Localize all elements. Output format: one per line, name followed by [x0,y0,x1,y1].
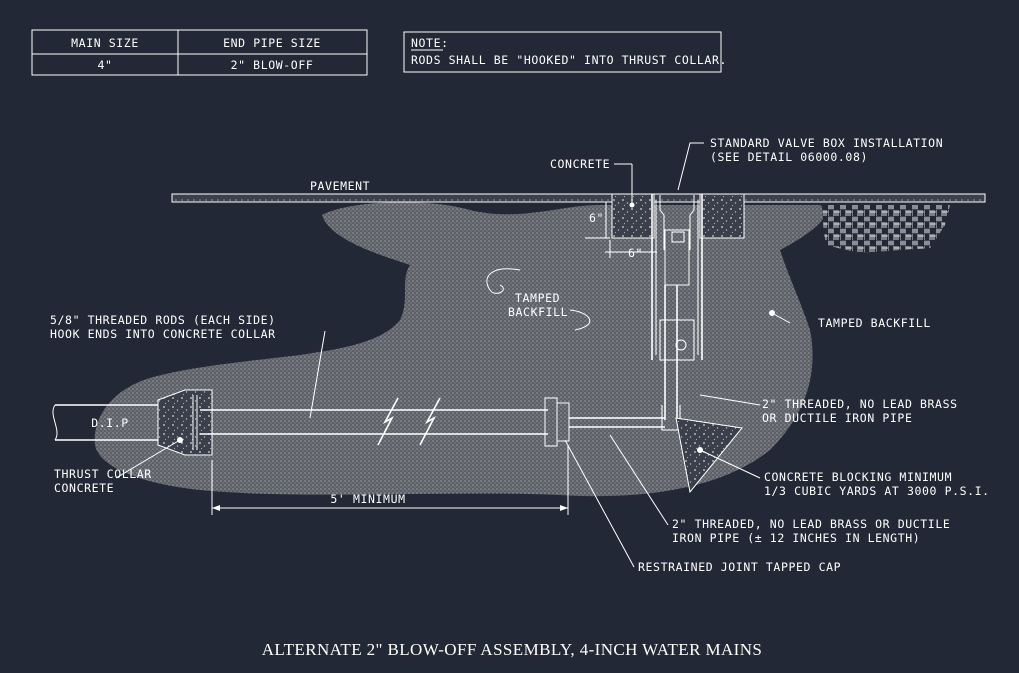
leader-lines [115,142,791,568]
dimension-5-minimum: 5' MINIMUM [211,445,569,515]
blocking-label-1: CONCRETE BLOCKING MINIMUM [764,470,952,484]
note-box: NOTE: RODS SHALL BE "HOOKED" INTO THRUST… [403,31,727,73]
blocking-label-2: 1/3 CUBIC YARDS AT 3000 P.S.I. [764,484,990,498]
end-pipe-label-1: 2" THREADED, NO LEAD BRASS OR DUCTILE [672,517,950,531]
thrust-collar [157,389,213,456]
tamped-backfill-right: TAMPED BACKFILL [818,316,931,330]
min-5-label: 5' MINIMUM [330,492,405,506]
concrete-label: CONCRETE [550,157,610,171]
end-pipe-label-2: IRON PIPE (± 12 INCHES IN LENGTH) [672,531,920,545]
table-header-main-size: MAIN SIZE [71,36,139,50]
tamped-backfill-area [94,202,826,497]
dim-6-horizontal: 6" [628,246,643,260]
valve-box-concrete-left [611,193,655,239]
undisturbed-soil [822,205,950,253]
valve-box-label-2: (SEE DETAIL 06000.08) [710,150,868,164]
concrete-blocking [675,417,743,494]
restrained-joint-cap [544,397,665,447]
table-header-end-pipe-size: END PIPE SIZE [223,36,321,50]
thrust-collar-label-1: THRUST COLLAR [54,467,152,481]
tamped-backfill-center-1: TAMPED [515,291,560,305]
riser-pipe-label-2: OR DUCTILE IRON PIPE [762,411,912,425]
riser-pipe-label-1: 2" THREADED, NO LEAD BRASS [762,397,958,411]
valve-box [651,194,703,431]
tamped-backfill-center-2: BACKFILL [508,305,568,319]
rods-label-2: HOOK ENDS INTO CONCRETE COLLAR [50,327,276,341]
table-cell-end-pipe-size: 2" BLOW-OFF [231,58,314,72]
note-heading: NOTE: [411,36,449,50]
table-cell-main-size: 4" [97,58,112,72]
thrust-collar-label-2: CONCRETE [54,481,114,495]
dimension-6-inch: 6" 6" [585,201,657,260]
rods-label-1: 5/8" THREADED RODS (EACH SIDE) [50,313,276,327]
dip-label: D.I.P [91,416,129,430]
size-table: MAIN SIZE END PIPE SIZE 4" 2" BLOW-OFF [31,29,368,76]
pavement [171,193,986,203]
valve-box-concrete-right [699,193,745,239]
note-text: RODS SHALL BE "HOOKED" INTO THRUST COLLA… [411,53,727,67]
pavement-label: PAVEMENT [310,179,370,193]
dim-6-vertical: 6" [589,211,604,225]
drawing-title: ALTERNATE 2" BLOW-OFF ASSEMBLY, 4-INCH W… [262,640,763,659]
cap-label: RESTRAINED JOINT TAPPED CAP [638,560,841,574]
valve-box-label-1: STANDARD VALVE BOX INSTALLATION [710,136,943,150]
threaded-rods [200,397,548,446]
